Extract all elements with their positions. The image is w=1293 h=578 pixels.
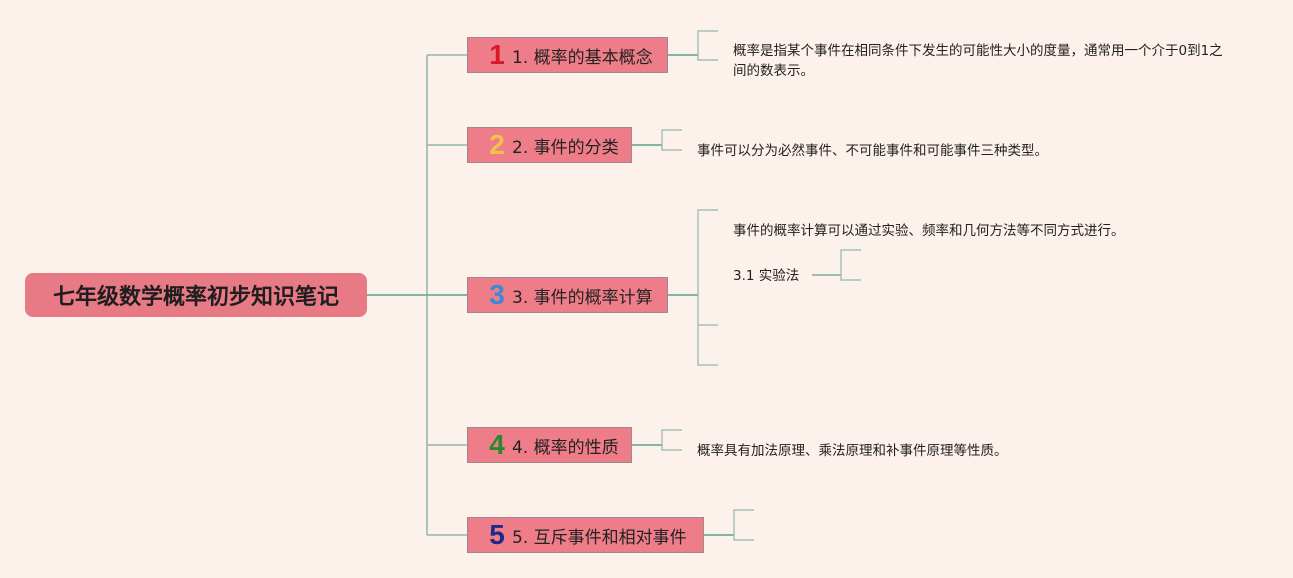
note-branch-2: 事件可以分为必然事件、不可能事件和可能事件三种类型。 — [697, 143, 1048, 159]
root-topic[interactable]: 七年级数学概率初步知识笔记 — [25, 273, 367, 317]
number-3-icon: 3 — [489, 279, 505, 310]
branch-label: 2. 事件的分类 — [512, 137, 619, 158]
root-title: 七年级数学概率初步知识笔记 — [52, 285, 339, 310]
note-branch-3: 事件的概率计算可以通过实验、频率和几何方法等不同方式进行。 — [733, 223, 1125, 239]
branch-label: 3. 事件的概率计算 — [512, 287, 653, 308]
subtopic-3-1[interactable]: 3.1 实验法 — [733, 268, 800, 284]
branch-topic-5[interactable]: 5 5. 互斥事件和相对事件 — [467, 517, 704, 553]
branch-topic-4[interactable]: 4 4. 概率的性质 — [467, 427, 632, 463]
number-2-icon: 2 — [489, 129, 505, 160]
branch-label: 4. 概率的性质 — [512, 437, 619, 458]
number-1-icon: 1 — [489, 39, 505, 70]
note-branch-1: 概率是指某个事件在相同条件下发生的可能性大小的度量，通常用一个介于0到1之间的数… — [733, 43, 1223, 79]
number-4-icon: 4 — [489, 429, 505, 460]
note-branch-4: 概率具有加法原理、乘法原理和补事件原理等性质。 — [697, 443, 1008, 459]
branch-label: 5. 互斥事件和相对事件 — [512, 527, 687, 548]
number-5-icon: 5 — [489, 519, 505, 550]
branch-topic-2[interactable]: 2 2. 事件的分类 — [467, 127, 632, 163]
branch-label: 1. 概率的基本概念 — [512, 47, 653, 68]
branch-topic-3[interactable]: 3 3. 事件的概率计算 — [467, 277, 668, 313]
branch-topic-1[interactable]: 1 1. 概率的基本概念 — [467, 37, 668, 73]
